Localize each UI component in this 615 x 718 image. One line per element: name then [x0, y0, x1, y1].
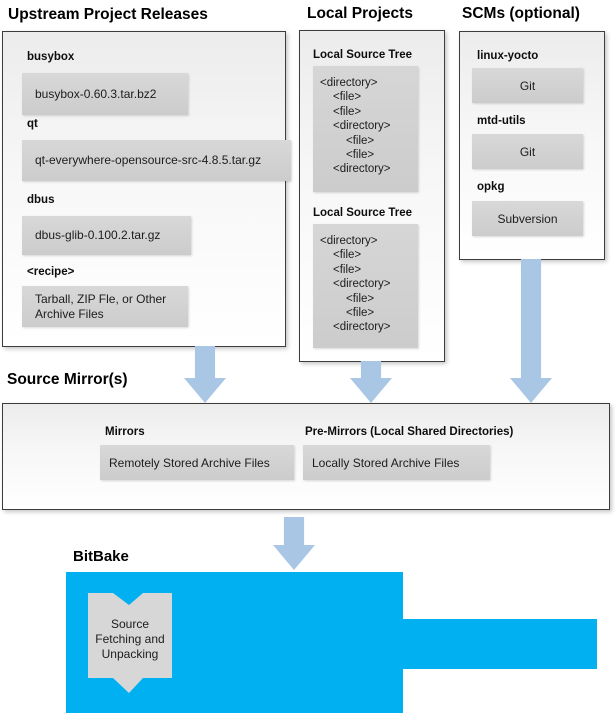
scm-item-tool: Git	[472, 68, 583, 103]
scms-to-mirrors-arrow	[510, 259, 552, 403]
mirrors-to-bitbake-arrow	[273, 517, 315, 570]
upstream-item-file: busybox-0.60.3.tar.bz2	[22, 73, 188, 115]
local-projects-title: Local Projects	[307, 5, 413, 22]
local-source-tree: <directory><file><file><directory><file>…	[313, 224, 418, 348]
tree-line: <directory>	[333, 278, 391, 291]
tree-line: <file>	[346, 149, 375, 162]
scms-title: SCMs (optional)	[462, 5, 580, 22]
tree-line: <directory>	[320, 77, 378, 89]
upstream-releases-title: Upstream Project Releases	[8, 6, 208, 23]
upstream-to-mirrors-arrow	[184, 346, 226, 403]
tree-line: <directory>	[333, 321, 391, 334]
upstream-item-label: busybox	[27, 51, 75, 63]
tree-line: <file>	[333, 249, 362, 262]
local-projects-to-mirrors-arrow	[350, 361, 392, 403]
scm-item-label: mtd-utils	[477, 115, 526, 127]
bitbake-title: BitBake	[73, 548, 129, 565]
local-source-tree-label: Local Source Tree	[313, 207, 413, 219]
scm-item-tool: Git	[472, 134, 583, 169]
upstream-item-label: qt	[27, 118, 38, 130]
tree-line: <file>	[346, 307, 375, 320]
source-fetching-ribbon: Source Fetching and Unpacking	[88, 593, 172, 693]
tree-line: <file>	[333, 263, 362, 276]
scm-item-label: linux-yocto	[477, 50, 539, 62]
scm-item-tool: Subversion	[472, 201, 583, 236]
local-source-tree: <directory><file><file><directory><file>…	[313, 66, 418, 192]
bitbake-block-tab	[403, 619, 597, 669]
upstream-item-label: <recipe>	[27, 266, 75, 278]
upstream-item-file: Tarball, ZIP Fle, or Other Archive Files	[22, 286, 188, 327]
premirrors-archive-box: Locally Stored Archive Files	[303, 445, 490, 480]
local-source-tree-label: Local Source Tree	[313, 49, 413, 61]
source-fetching-label: Source Fetching and Unpacking	[95, 616, 165, 661]
tree-line: <directory>	[333, 120, 391, 133]
tree-line: <file>	[346, 292, 375, 305]
source-mirrors-title: Source Mirror(s)	[7, 371, 128, 388]
upstream-item-file: qt-everywhere-opensource-src-4.8.5.tar.g…	[22, 140, 291, 181]
premirrors-label: Pre-Mirrors (Local Shared Directories)	[305, 426, 514, 438]
tree-line: <file>	[346, 134, 375, 147]
mirrors-label: Mirrors	[105, 426, 145, 438]
tree-line: <file>	[333, 105, 362, 118]
scm-item-label: opkg	[477, 181, 505, 193]
tree-line: <file>	[333, 91, 362, 104]
upstream-item-file: dbus-glib-0.100.2.tar.gz	[22, 216, 191, 255]
mirrors-archive-box: Remotely Stored Archive Files	[100, 445, 294, 480]
tree-line: <directory>	[333, 163, 391, 176]
upstream-item-label: dbus	[27, 194, 55, 206]
tree-line: <directory>	[320, 235, 378, 247]
